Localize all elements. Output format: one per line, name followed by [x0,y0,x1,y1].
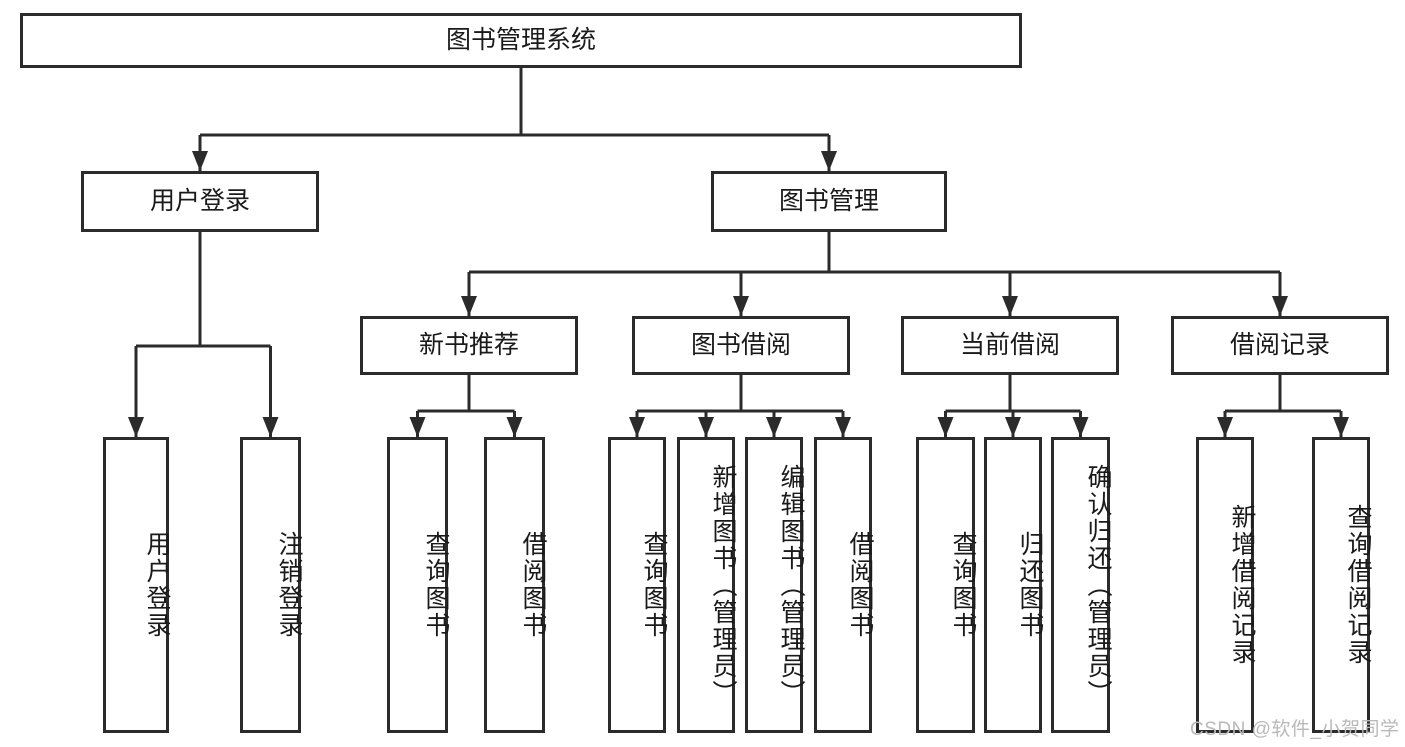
level3-node-box[interactable] [1171,316,1389,375]
arrow-head-icon [1005,417,1021,437]
level3-node-label: 图书借阅 [691,331,791,359]
level3-node-box[interactable] [360,316,578,375]
arrow-head-icon [766,417,782,437]
arrow-head-icon [262,417,279,437]
arrow-head-icon [698,417,714,437]
leaf-node-box[interactable] [1196,437,1254,733]
arrow-head-icon [409,417,426,437]
leaf-node-box[interactable] [240,437,301,733]
arrow-head-icon [128,417,144,437]
arrow-head-icon [1272,296,1288,316]
leaf-node-box[interactable] [814,437,872,733]
arrow-head-icon [1333,417,1349,437]
level3-node-label: 新书推荐 [419,331,519,359]
level3-node-box[interactable] [901,316,1119,375]
arrow-head-icon [461,296,477,316]
root-node-box[interactable] [20,13,1022,68]
arrow-head-icon [629,417,645,437]
arrow-head-icon [1002,296,1018,316]
connectors-layer [128,68,1349,437]
leaf-node-box[interactable] [387,437,448,733]
level2-node-label: 用户登录 [150,187,250,215]
level3-node-label: 借阅记录 [1230,331,1330,359]
leaf-node-box[interactable] [916,437,975,733]
leaf-node-box[interactable] [677,437,735,733]
leaf-node-box[interactable] [984,437,1042,733]
leaf-node-box[interactable] [484,437,545,733]
arrow-head-icon [937,417,954,437]
level3-node-box[interactable] [632,316,850,375]
node-boxes-layer [20,13,1389,733]
leaf-node-box[interactable] [1051,437,1110,733]
arrow-head-icon [1072,417,1089,437]
level2-node-label: 图书管理 [779,187,879,215]
leaf-node-box[interactable] [103,437,169,733]
arrow-head-icon [506,417,523,437]
level2-node-box[interactable] [81,171,319,232]
arrow-head-icon [1217,417,1233,437]
leaf-node-box[interactable] [745,437,803,733]
arrow-head-icon [821,151,837,171]
leaf-node-box[interactable] [608,437,666,733]
arrow-head-icon [733,296,749,316]
leaf-node-box[interactable] [1312,437,1370,733]
csdn-watermark: CSDN @软件_小贺同学 [1190,719,1400,740]
arrow-head-icon [835,417,851,437]
root-node-label: 图书管理系统 [446,26,596,54]
arrow-head-icon [192,151,208,171]
level2-node-box[interactable] [711,171,947,232]
level3-node-label: 当前借阅 [960,331,1060,359]
